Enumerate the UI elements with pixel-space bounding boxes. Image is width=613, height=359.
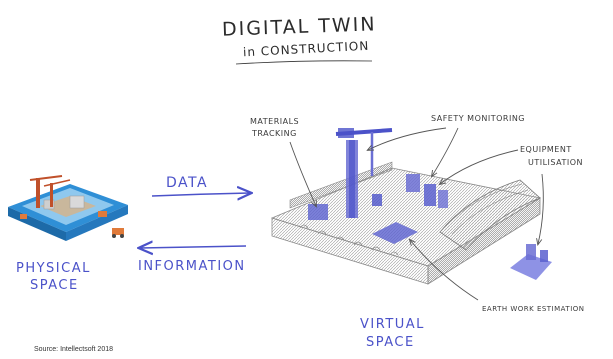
virtual-space-label-line2: SPACE: [366, 335, 415, 350]
title-underline: [235, 60, 373, 65]
earthwork-estimation-label: EARTH WORK ESTIMATION: [482, 305, 585, 313]
pointer-safety-1: [368, 127, 447, 150]
physical-space-model: [8, 175, 128, 241]
materials-tracking-label-line2: TRACKING: [252, 129, 297, 138]
data-flow-label: DATA: [166, 175, 209, 191]
equipment-utilisation-label-line2: UTILISATION: [528, 158, 584, 167]
information-flow-label: INFORMATION: [138, 259, 246, 274]
materials-tracking-label-line1: MATERIALS: [250, 117, 300, 126]
pointer-earthwork: [410, 240, 479, 301]
safety-monitoring-label: SAFETY MONITORING: [431, 114, 525, 123]
virtual-space-model: [270, 128, 552, 285]
diagram-title: DIGITAL TWIN: [221, 13, 377, 41]
data-arrow: [151, 193, 250, 196]
equipment-utilisation-label-line1: EQUIPMENT: [520, 145, 572, 154]
information-arrow: [140, 246, 247, 248]
pointer-equipment-2: [538, 173, 544, 244]
source-caption: Source: Intellectsoft 2018: [34, 346, 113, 353]
physical-space-label-line1: PHYSICAL: [16, 261, 91, 276]
pointer-equipment-1: [440, 149, 519, 184]
virtual-space-label-line1: VIRTUAL: [360, 317, 425, 332]
pointer-materials: [289, 141, 316, 206]
physical-space-label-line2: SPACE: [30, 278, 79, 293]
pointer-safety-2: [432, 127, 459, 176]
